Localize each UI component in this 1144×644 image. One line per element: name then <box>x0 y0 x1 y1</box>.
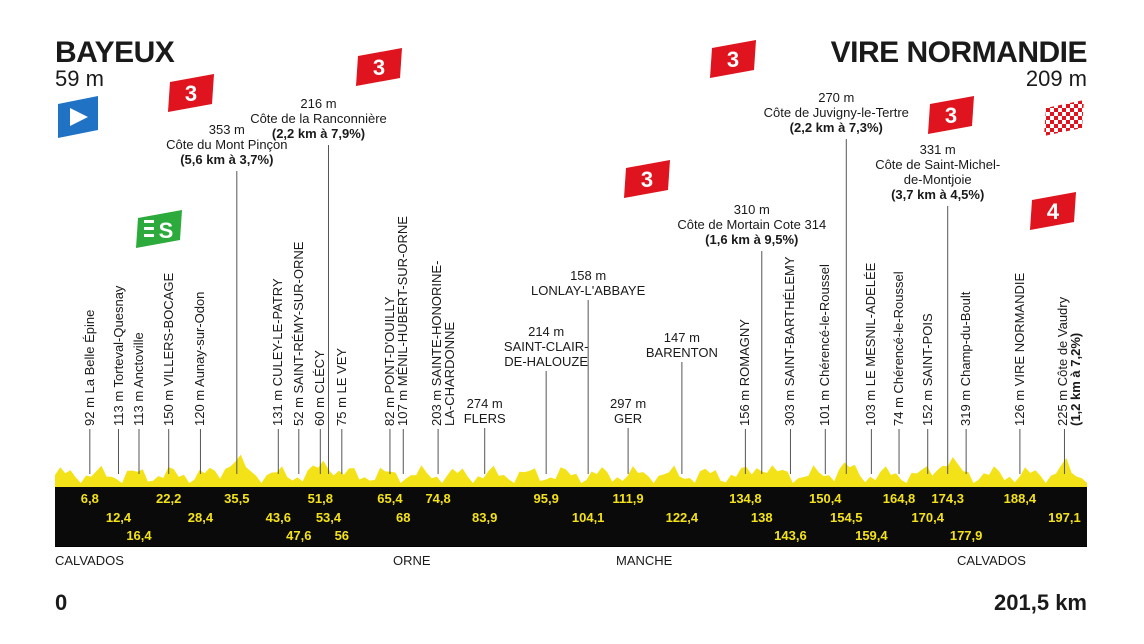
distance-end: 201,5 km <box>994 590 1087 615</box>
km-marker: 174,3 <box>931 491 964 506</box>
region-label: CALVADOS <box>957 553 1026 568</box>
km-marker: 138 <box>750 510 773 525</box>
km-marker: 154,5 <box>830 510 863 525</box>
km-marker: 28,4 <box>187 510 214 525</box>
svg-text:3: 3 <box>727 47 739 72</box>
km-marker: 122,4 <box>665 510 699 525</box>
climb-category-icon: 3 <box>624 160 670 198</box>
km-marker: 65,4 <box>377 491 403 506</box>
km-marker: 43,6 <box>265 510 291 525</box>
climb-category-icon: 3 <box>710 40 756 78</box>
sprint-icon: S <box>136 210 182 248</box>
climb-category-icon: 3 <box>168 74 214 112</box>
svg-text:3: 3 <box>641 167 653 192</box>
km-marker: 68 <box>396 510 411 525</box>
region-label: MANCHE <box>616 553 673 568</box>
km-marker: 111,9 <box>612 491 644 506</box>
km-marker: 177,9 <box>949 528 983 543</box>
km-marker: 6,8 <box>80 491 99 506</box>
distance-start: 0 <box>55 590 68 615</box>
elevation-profile: 3 3 3 3 3 4S <box>55 40 1087 487</box>
climb-category-icon: 3 <box>356 48 402 86</box>
km-marker: 47,6 <box>286 528 312 543</box>
km-marker: 56 <box>334 528 350 543</box>
baseline <box>55 546 1087 547</box>
km-marker: 188,4 <box>1003 491 1037 506</box>
km-marker: 170,4 <box>911 510 944 525</box>
km-marker: 51,8 <box>307 491 333 506</box>
km-marker: 53,4 <box>315 510 342 525</box>
km-marker: 83,9 <box>472 510 498 525</box>
finish-city: VIRE NORMANDIE <box>830 36 1088 69</box>
km-marker: 143,6 <box>774 528 807 543</box>
start-flag-icon <box>58 96 98 138</box>
finish-altitude: 209 m <box>1025 66 1087 91</box>
km-marker: 35,5 <box>224 491 250 506</box>
svg-text:3: 3 <box>945 103 957 128</box>
start-city: BAYEUX <box>55 36 175 69</box>
km-marker: 197,1 <box>1048 510 1081 525</box>
region-labels: CALVADOS ORNE MANCHE CALVADOS <box>50 34 1092 634</box>
profile-area <box>55 454 1087 487</box>
km-bar <box>55 487 1087 547</box>
km-marker: 22,2 <box>156 491 182 506</box>
climb-category-icon: 4 <box>1030 192 1076 230</box>
climb-category-icon: 3 <box>928 96 974 134</box>
region-label: CALVADOS <box>55 553 124 568</box>
km-marker: 16,4 <box>126 528 152 543</box>
km-marker: 134,8 <box>729 491 762 506</box>
km-markers: 6,8 12,4 16,4 22,2 28,4 35,5 43,6 47,6 51,8 53,4 5… <box>50 34 1092 554</box>
km-marker: 164,8 <box>882 491 916 506</box>
km-marker: 150,4 <box>809 491 842 506</box>
km-marker: 159,4 <box>855 528 888 543</box>
svg-text:3: 3 <box>185 81 197 106</box>
svg-text:4: 4 <box>1047 199 1060 224</box>
km-marker: 95,9 <box>533 491 559 506</box>
start-altitude: 59 m <box>55 66 104 91</box>
km-marker: 104,1 <box>571 510 605 525</box>
km-marker: 74,8 <box>425 491 451 506</box>
svg-text:S: S <box>159 218 174 243</box>
svg-text:3: 3 <box>373 55 385 80</box>
finish-flag-icon <box>1044 100 1084 136</box>
region-label: ORNE <box>393 553 431 568</box>
km-marker: 12,4 <box>105 510 132 525</box>
